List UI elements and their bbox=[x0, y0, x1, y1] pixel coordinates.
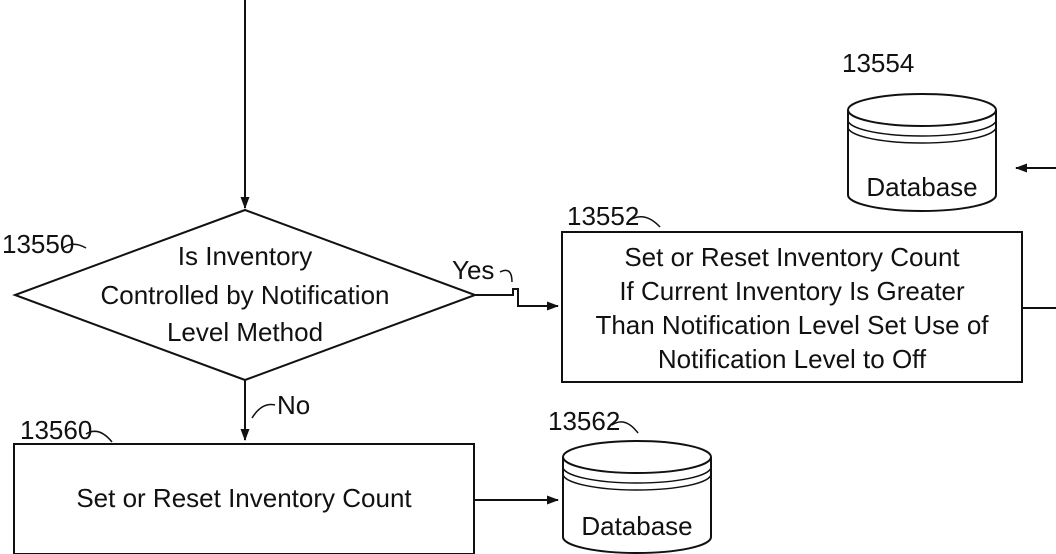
database-top-ring-2 bbox=[847, 126, 997, 144]
database-top-body bbox=[847, 110, 997, 212]
process-right-line-2: If Current Inventory Is Greater bbox=[619, 276, 965, 306]
database-bottom: Database bbox=[562, 440, 712, 554]
yes-arrow bbox=[475, 288, 559, 311]
decision-line-2: Controlled by Notification bbox=[100, 280, 389, 310]
database-top-label: Database bbox=[866, 172, 977, 202]
process-box-bottom: Set or Reset Inventory Count bbox=[13, 443, 475, 554]
decision-ref-number: 13550 bbox=[2, 229, 74, 259]
process-bottom-ref-leader bbox=[85, 430, 113, 443]
decision-diamond: Is Inventory Controlled by Notification … bbox=[12, 208, 478, 382]
process-right-line-1: Set or Reset Inventory Count bbox=[624, 242, 960, 272]
database-bottom-cap bbox=[562, 440, 712, 474]
database-bottom-ref-number: 13562 bbox=[548, 406, 620, 436]
database-top-ring-1 bbox=[847, 119, 997, 137]
database-bottom-ring-2 bbox=[562, 473, 712, 491]
database-top-cap bbox=[847, 93, 997, 127]
database-top: Database bbox=[847, 93, 997, 212]
process-bottom-ref-number: 13560 bbox=[20, 415, 92, 445]
process-box-right: Set or Reset Inventory Count If Current … bbox=[561, 231, 1023, 383]
yes-label-leader bbox=[499, 269, 513, 283]
no-label: No bbox=[277, 390, 310, 420]
decision-ref-leader bbox=[61, 243, 87, 250]
yes-label: Yes bbox=[452, 255, 494, 285]
database-bottom-ref-leader bbox=[611, 421, 639, 434]
process-right-ref-leader bbox=[629, 216, 661, 228]
database-bottom-label: Database bbox=[581, 511, 692, 541]
database-bottom-ring-1 bbox=[562, 466, 712, 484]
process-right-shape bbox=[561, 231, 1023, 383]
process-right-line-4: Notification Level to Off bbox=[658, 344, 927, 374]
process-right-line-3: Than Notification Level Set Use of bbox=[595, 310, 989, 340]
database-top-ref-number: 13554 bbox=[842, 48, 914, 78]
process-bottom-label: Set or Reset Inventory Count bbox=[76, 483, 412, 513]
process-bottom-shape bbox=[13, 443, 475, 554]
decision-line-1: Is Inventory bbox=[178, 241, 312, 271]
no-label-leader bbox=[251, 403, 276, 419]
decision-line-3: Level Method bbox=[167, 317, 323, 347]
process-right-ref-number: 13552 bbox=[567, 201, 639, 231]
